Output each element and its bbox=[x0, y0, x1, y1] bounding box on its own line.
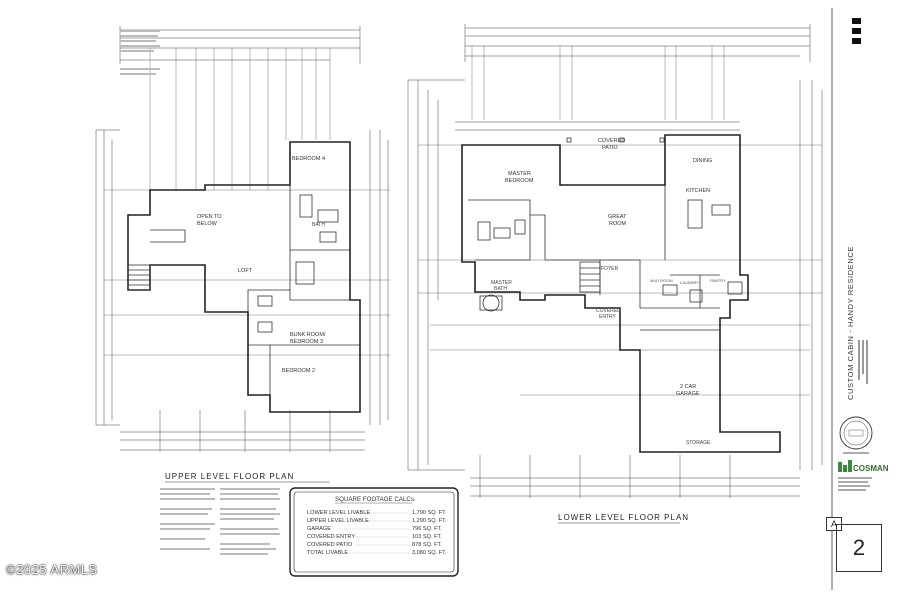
sqft-row-label: LOWER LEVEL LIVABLE bbox=[307, 510, 370, 516]
sqft-row-label: COVERED PATIO bbox=[307, 542, 353, 548]
sqft-total-label: TOTAL LIVABLE bbox=[307, 550, 348, 556]
sqft-row-label: GARAGE bbox=[307, 526, 331, 532]
sqft-row-value: 878 SQ. FT. bbox=[412, 542, 442, 548]
sqft-row-value: 1,290 SQ. FT. bbox=[412, 518, 447, 524]
room-bedroom-4: BEDROOM 4 bbox=[292, 156, 325, 162]
room-great-room-line2: ROOM bbox=[609, 221, 627, 227]
room-covered-entry-line1: COVERED bbox=[596, 308, 621, 314]
upper-plan-title: UPPER LEVEL FLOOR PLAN bbox=[165, 472, 294, 481]
sqft-row-value: 103 SQ. FT. bbox=[412, 534, 442, 540]
room-bunk-line2: BEDROOM 3 bbox=[290, 339, 323, 345]
room-open-to-below-line2: BELOW bbox=[197, 221, 218, 227]
project-title: CUSTOM CABIN - HANDY RESIDENCE bbox=[846, 246, 855, 400]
general-notes bbox=[120, 30, 280, 555]
room-loft: LOFT bbox=[238, 268, 253, 274]
cosman-logo-icon bbox=[838, 460, 852, 472]
room-garage-line1: 2 CAR bbox=[680, 384, 696, 390]
room-great-room-line1: GREAT bbox=[608, 214, 627, 220]
room-master-bath-line2: BATH bbox=[494, 286, 507, 292]
room-foyer: FOYER bbox=[601, 266, 619, 272]
lower-level-plan: COVERED PATIO DINING MASTER BEDROOM KITC… bbox=[407, 24, 823, 524]
copyright-watermark: ©2025 ARMLS bbox=[6, 562, 98, 577]
sqft-row-label: COVERED ENTRY bbox=[307, 534, 355, 540]
room-master-bedroom-line1: MASTER bbox=[508, 171, 531, 177]
room-bunk-line1: BUNK ROOM/ bbox=[290, 332, 326, 338]
room-bath: BATH bbox=[312, 222, 325, 228]
architect-seal-icon bbox=[839, 416, 873, 450]
upper-level-plan: BEDROOM 4 OPEN TO BELOW LOFT BATH BUNK R… bbox=[95, 26, 390, 483]
room-laundry: LAUNDRY bbox=[680, 280, 699, 285]
room-master-bath-line1: MASTER bbox=[491, 280, 512, 286]
room-pantry: PANTRY bbox=[710, 278, 726, 283]
room-covered-patio-line2: PATIO bbox=[602, 145, 618, 151]
room-master-bedroom-line2: BEDROOM bbox=[505, 178, 534, 184]
sqft-row-value: 1,790 SQ. FT. bbox=[412, 510, 447, 516]
sqft-total-value: 3,080 SQ. FT. bbox=[412, 550, 447, 556]
sqft-title: SQUARE FOOTAGE CALCs. bbox=[335, 496, 416, 503]
sqft-row-label: UPPER LEVEL LIVABLE bbox=[307, 518, 369, 524]
room-covered-patio-line1: COVERED bbox=[598, 138, 625, 144]
room-open-to-below-line1: OPEN TO bbox=[197, 214, 222, 220]
room-bedroom-2: BEDROOM 2 bbox=[282, 368, 315, 374]
sheet-number: 2 bbox=[836, 524, 882, 572]
room-storage: STORAGE bbox=[686, 440, 711, 446]
room-dining: DINING bbox=[693, 158, 712, 164]
lower-plan-title: LOWER LEVEL FLOOR PLAN bbox=[558, 513, 689, 522]
square-footage-table: SQUARE FOOTAGE CALCs. LOWER LEVEL LIVABL… bbox=[289, 487, 459, 577]
room-covered-entry-line2: ENTRY bbox=[599, 314, 617, 320]
room-garage-line2: GARAGE bbox=[676, 391, 700, 397]
company-name: COSMAN bbox=[853, 464, 889, 473]
room-mud-room: MUD ROOM bbox=[650, 278, 673, 283]
room-kitchen: KITCHEN bbox=[686, 188, 710, 194]
sqft-row-value: 796 SQ. FT. bbox=[412, 526, 442, 532]
title-block: CUSTOM CABIN - HANDY RESIDENCE COSMAN bbox=[831, 8, 889, 590]
